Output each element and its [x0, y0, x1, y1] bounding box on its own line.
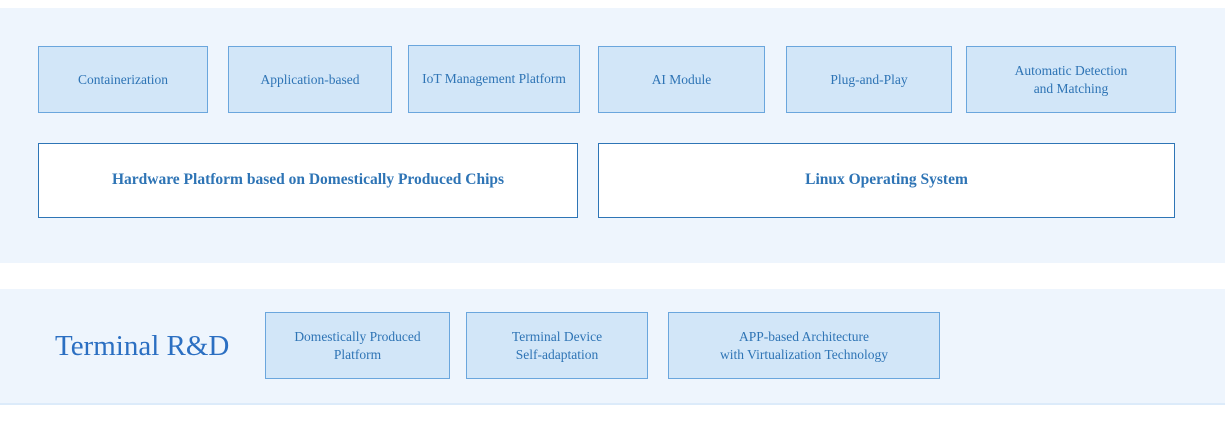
platform-box-linux-os: Linux Operating System — [598, 143, 1175, 218]
feature-box-ai-module: AI Module — [598, 46, 765, 113]
capability-box-domestic-platform: Domestically Produced Platform — [265, 312, 450, 379]
feature-box-containerization: Containerization — [38, 46, 208, 113]
feature-box-plug-and-play: Plug-and-Play — [786, 46, 952, 113]
feature-box-iot-management-platform: IoT Management Platform — [408, 45, 580, 113]
platform-box-hardware-platform: Hardware Platform based on Domestically … — [38, 143, 578, 218]
feature-box-application-based: Application-based — [228, 46, 392, 113]
terminal-rd-title: Terminal R&D — [55, 329, 230, 362]
capability-box-app-virtualization: APP-based Architecture with Virtualizati… — [668, 312, 940, 379]
capability-box-terminal-self-adaptation: Terminal Device Self-adaptation — [466, 312, 648, 379]
feature-box-automatic-detection-matching: Automatic Detection and Matching — [966, 46, 1176, 113]
